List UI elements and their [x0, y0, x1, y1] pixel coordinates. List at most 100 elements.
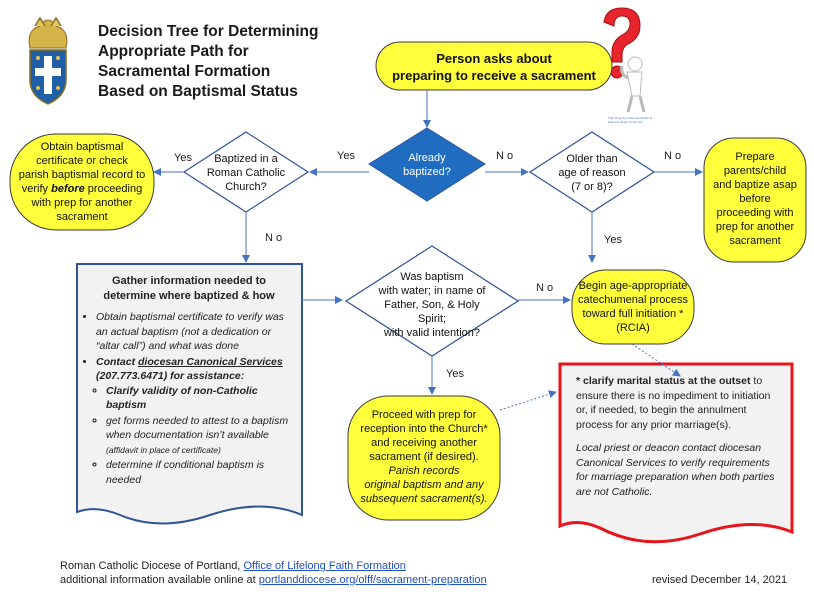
yes-label: Yes	[604, 234, 622, 246]
box-line: verify before proceeding	[14, 182, 150, 196]
footer-text: Roman Catholic Diocese of Portland,	[60, 560, 244, 572]
list-text: Contact	[96, 355, 138, 368]
start-line: Person asks about	[436, 51, 552, 66]
decision-line: with water; in name of	[378, 285, 486, 297]
heading-line: Gather information needed to	[111, 275, 266, 287]
decision-line: Church?	[225, 181, 267, 193]
box-line: Proceed with prep for	[371, 409, 477, 421]
diocese-crest-icon	[28, 16, 68, 105]
title-line: Appropriate Path for	[98, 43, 249, 60]
gather-list: Obtain baptismal certificate to verify w…	[82, 310, 296, 487]
prepare-child-text: Prepare parents/child and baptize asap b…	[706, 150, 804, 248]
decision-line: Was baptism	[400, 271, 464, 283]
start-terminator-shape	[375, 41, 613, 91]
title-line: Based on Baptismal Status	[98, 83, 298, 100]
box-line: before	[739, 193, 771, 205]
roman-catholic-text: Baptized in a Roman Catholic Church?	[200, 152, 292, 194]
decision-line: Already	[408, 152, 446, 164]
gather-sublist: Clarify validity of non-Catholic baptism…	[96, 384, 296, 488]
page-title: Decision Tree for Determining Appropriat…	[98, 22, 319, 102]
footer-text: additional information available online …	[60, 574, 259, 586]
box-line: parish baptismal record to	[18, 169, 146, 181]
obtain-certificate-text: Obtain baptismal certificate or check pa…	[14, 140, 150, 224]
valid-baptism-text: Was baptism with water; in name of Fathe…	[372, 270, 492, 340]
office-link[interactable]: Office of Lifelong Faith Formation	[243, 560, 406, 572]
no-label: N o	[664, 150, 682, 162]
list-item: Contact diocesan Canonical Services (207…	[96, 355, 296, 488]
box-text: proceeding	[84, 183, 143, 195]
box-line: reception into the Church*	[360, 423, 488, 435]
gather-heading: Gather information needed to determine w…	[82, 274, 296, 304]
question-mark-person-icon	[603, 7, 646, 113]
start-text: Person asks about preparing to receive a…	[380, 50, 608, 84]
box-emphasis: before	[51, 183, 85, 195]
already-baptized-text: Already baptized?	[387, 151, 467, 179]
list-text: get forms needed to attest to a baptism …	[106, 414, 289, 442]
decision-line: (7 or 8)?	[571, 181, 613, 193]
footer-line: Roman Catholic Diocese of Portland, Offi…	[60, 560, 406, 572]
marital-note: Local priest or deacon contact diocesan …	[576, 442, 775, 498]
decision-line: Baptized in a	[214, 153, 278, 165]
box-line: subsequent sacrament(s).	[360, 493, 488, 505]
revised-date: revised December 14, 2021	[652, 574, 788, 586]
no-label: N o	[536, 282, 554, 294]
clipart-caption[interactable]: This Photo by Unknown Author is licensed…	[608, 116, 653, 124]
box-line: Parish records	[388, 465, 460, 477]
list-item: Obtain baptismal certificate to verify w…	[96, 310, 296, 354]
box-line: with prep for another	[31, 197, 133, 209]
box-line: Obtain baptismal	[40, 141, 124, 153]
list-item: determine if conditional baptism is need…	[106, 458, 296, 487]
box-line: and baptize asap	[713, 179, 797, 191]
box-line: Begin age-appropriate	[578, 280, 688, 292]
older-than-text: Older than age of reason (7 or 8)?	[546, 152, 638, 194]
yes-label: Yes	[337, 150, 355, 162]
decision-line: Father, Son, & Holy Spirit;	[384, 299, 480, 325]
proceed-text: Proceed with prep for reception into the…	[352, 408, 496, 506]
box-line: prep for another	[715, 221, 795, 233]
already-baptized-diamond	[368, 127, 486, 202]
start-line: preparing to receive a sacrament	[392, 68, 596, 83]
prepare-child-shape	[703, 137, 807, 263]
title-line: Sacramental Formation	[98, 63, 271, 80]
marital-body: to ensure there is no impediment to init…	[576, 375, 771, 431]
list-note: (affidavit in place of certificate)	[106, 444, 221, 455]
box-line: sacrament	[729, 235, 781, 247]
box-line: proceeding with	[716, 207, 794, 219]
box-line: (RCIA)	[616, 322, 650, 334]
marital-status-document	[558, 362, 794, 544]
heading-line: determine where baptized & how	[103, 290, 275, 302]
marital-emphasis: * clarify marital status at the outset	[576, 375, 751, 387]
rcia-text: Begin age-appropriate catechumenal proce…	[574, 279, 692, 335]
title-line: Decision Tree for Determining	[98, 23, 319, 40]
box-line: sacrament (if desired).	[369, 451, 479, 463]
list-item: Clarify validity of non-Catholic baptism	[106, 384, 296, 413]
box-line: certificate or check	[36, 155, 128, 167]
box-line: parents/child	[723, 165, 787, 177]
no-label: N o	[496, 150, 514, 162]
gather-information-text: Gather information needed to determine w…	[82, 274, 296, 488]
footer-line: additional information available online …	[60, 574, 487, 586]
decision-line: Older than	[566, 153, 618, 165]
yes-label: Yes	[446, 368, 464, 380]
decision-line: baptized?	[403, 166, 451, 178]
obtain-certificate-shape	[9, 133, 155, 231]
decision-line: with valid intention?	[383, 327, 480, 339]
gather-information-document	[76, 263, 303, 525]
website-link[interactable]: portlanddiocese.org/olff/sacrament-prepa…	[258, 574, 487, 586]
marital-status-text: * clarify marital status at the outset t…	[576, 374, 784, 499]
list-item: get forms needed to attest to a baptism …	[106, 414, 296, 458]
proceed-shape	[347, 395, 501, 521]
canonical-services-link[interactable]: diocesan Canonical Services	[138, 355, 283, 368]
box-line: original baptism and any	[364, 479, 484, 491]
box-line: toward full initiation *	[582, 308, 684, 320]
list-text: (207.773.6471) for assistance:	[96, 370, 245, 382]
decision-line: age of reason	[558, 167, 626, 179]
box-line: Prepare	[735, 151, 775, 163]
decision-line: Roman Catholic	[206, 167, 286, 179]
yes-label: Yes	[174, 152, 192, 164]
box-line: and receiving another	[371, 437, 477, 449]
box-line: sacrament	[56, 211, 108, 223]
rcia-shape	[571, 269, 695, 345]
box-text: verify	[21, 183, 52, 195]
